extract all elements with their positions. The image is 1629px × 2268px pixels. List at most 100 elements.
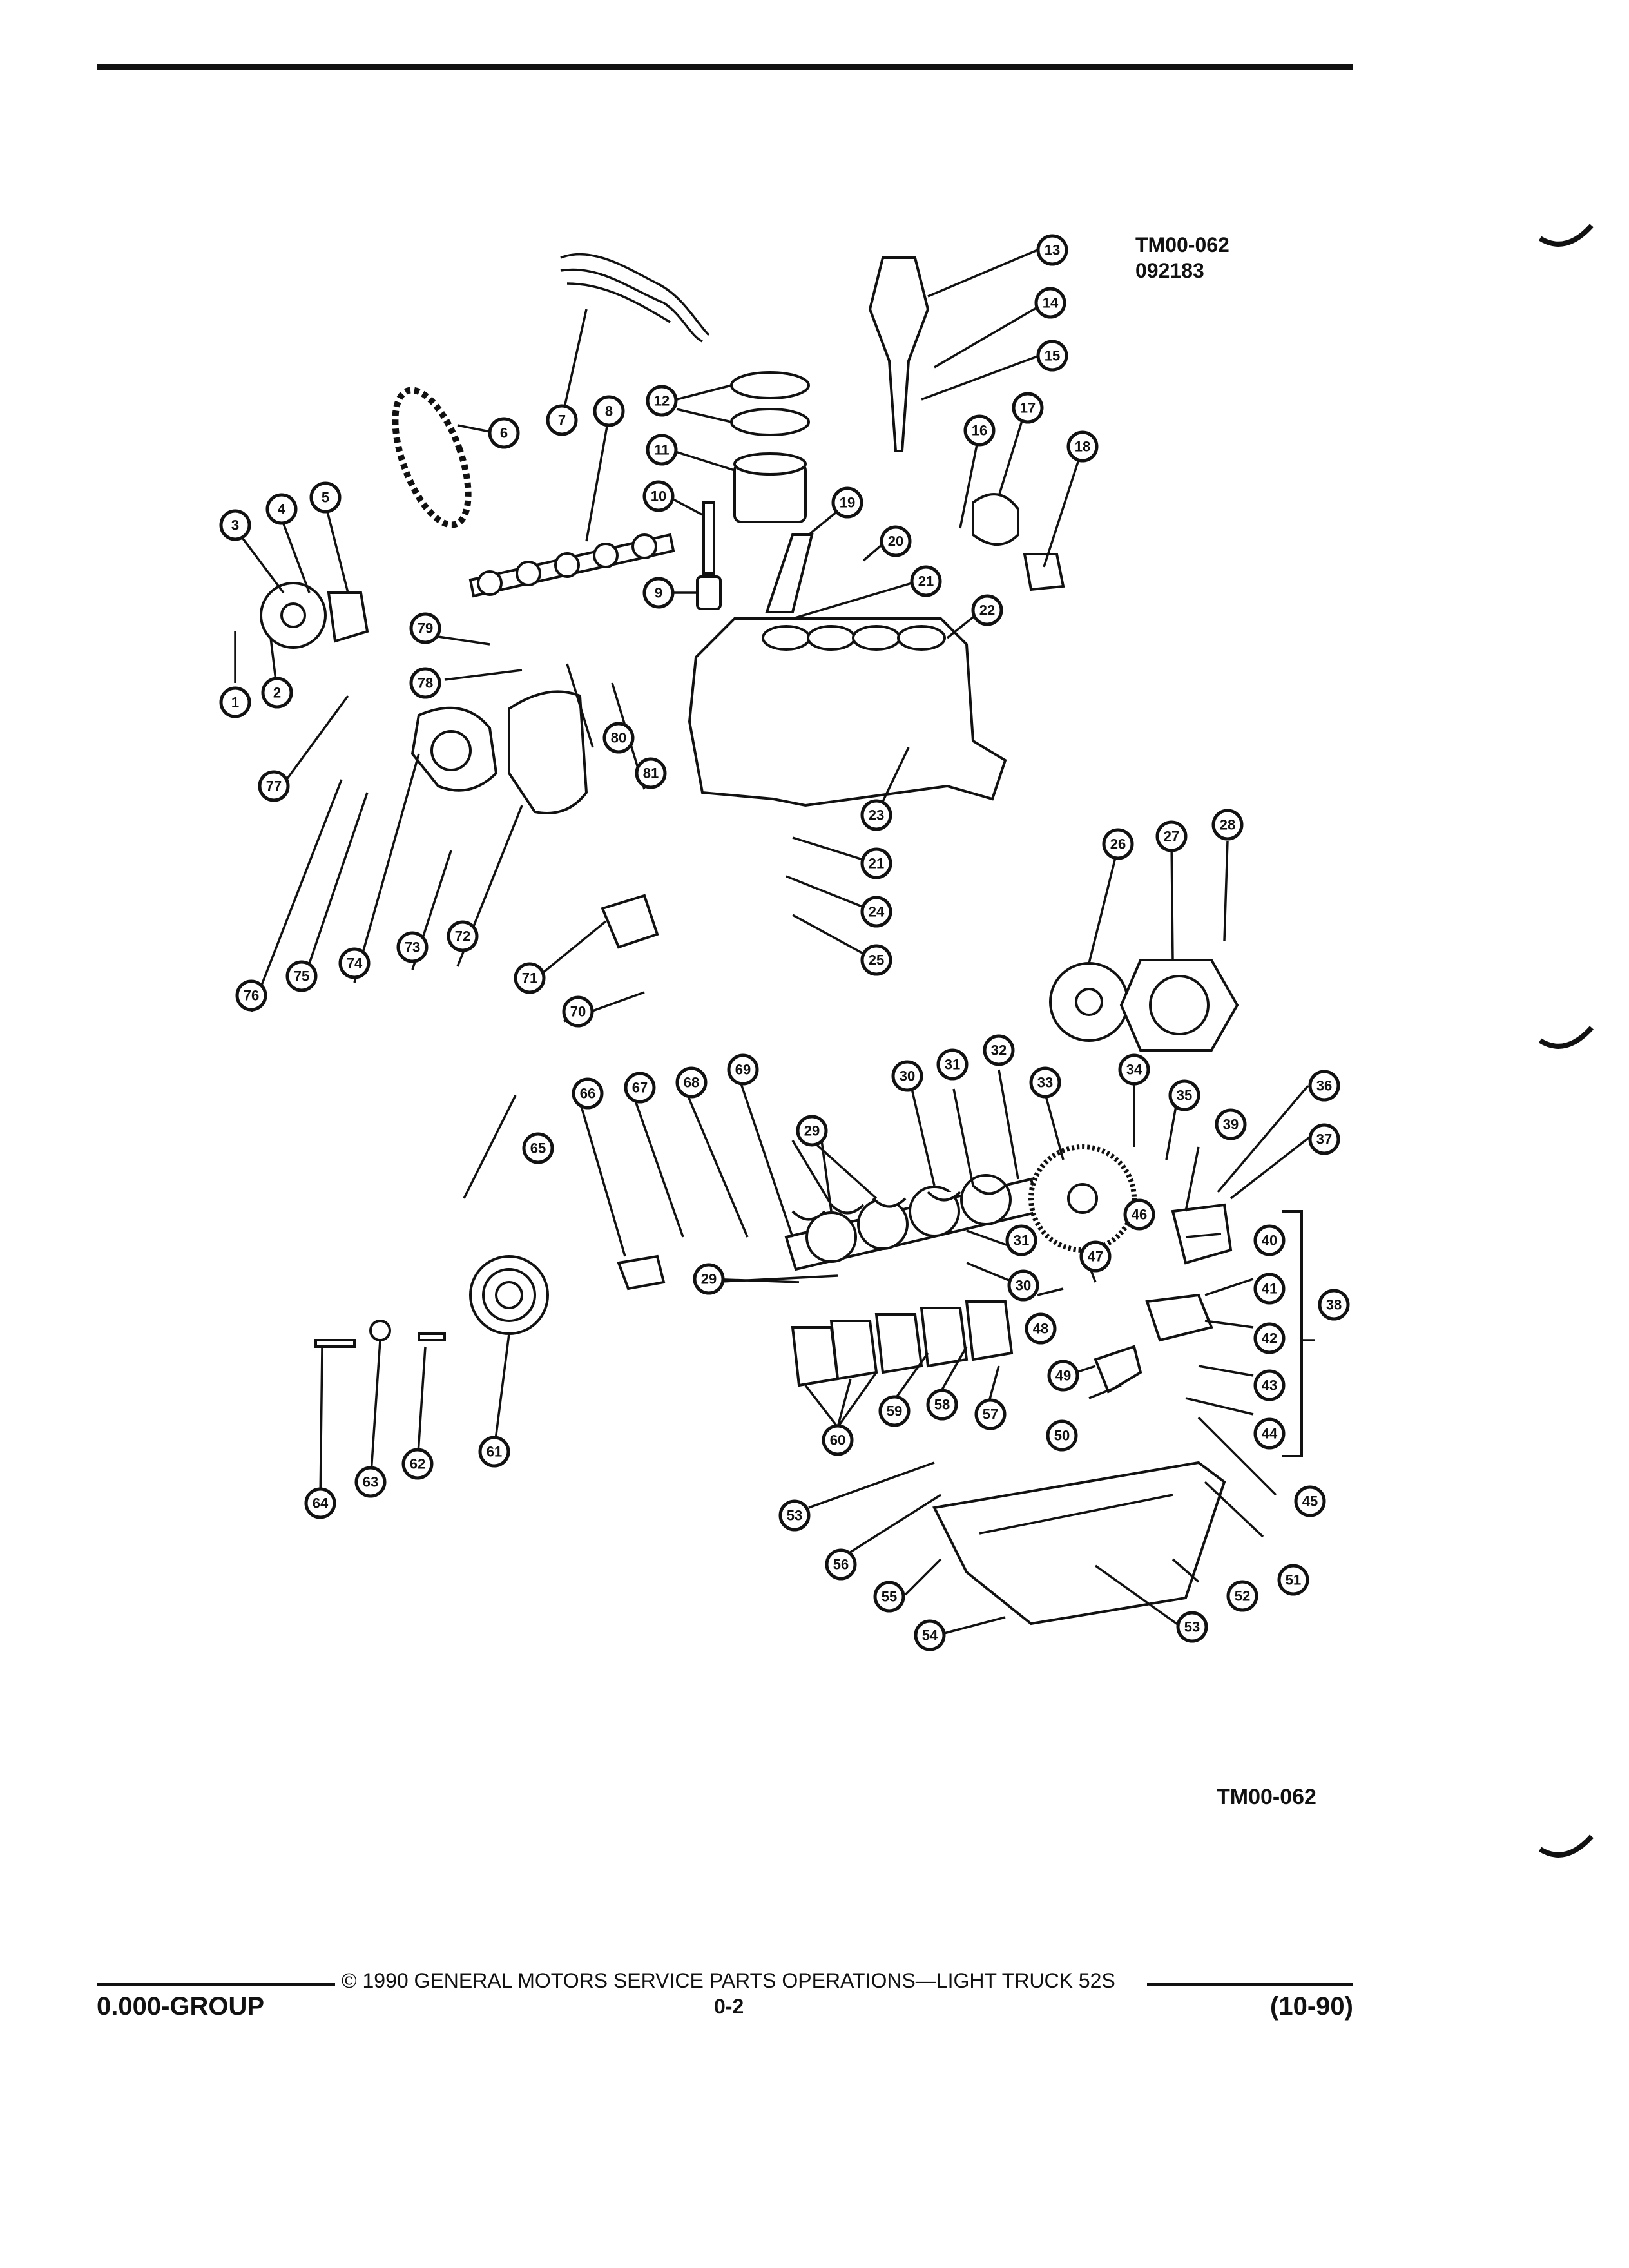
callout-29a: 29 xyxy=(796,1115,828,1147)
callout-33: 33 xyxy=(1029,1066,1061,1099)
svg-text:11: 11 xyxy=(654,442,669,458)
footer-rule-right xyxy=(1147,1983,1353,1986)
svg-text:21: 21 xyxy=(918,573,934,590)
callout-15: 15 xyxy=(1036,340,1068,372)
callout-19: 19 xyxy=(831,486,863,519)
callout-21b: 21 xyxy=(860,847,892,879)
figure-id-line1: TM00-062 xyxy=(1135,233,1229,256)
callout-80: 80 xyxy=(602,722,635,754)
svg-text:78: 78 xyxy=(418,675,433,691)
oil-pump xyxy=(1171,1203,1233,1265)
page-footer: © 1990 GENERAL MOTORS SERVICE PARTS OPER… xyxy=(97,1959,1353,2023)
figure-id-top: TM00-062 092183 xyxy=(1135,232,1229,284)
washer-63 xyxy=(369,1320,391,1341)
callout-31a: 31 xyxy=(936,1048,969,1081)
svg-text:70: 70 xyxy=(570,1004,586,1020)
callout-30b: 30 xyxy=(1007,1269,1039,1302)
svg-text:79: 79 xyxy=(418,620,433,637)
svg-text:2: 2 xyxy=(273,685,281,701)
callout-72: 72 xyxy=(447,920,479,952)
svg-text:3: 3 xyxy=(231,517,239,533)
push-rod xyxy=(702,501,715,575)
callout-29b: 29 xyxy=(693,1263,725,1295)
svg-text:65: 65 xyxy=(530,1140,546,1157)
callout-24: 24 xyxy=(860,896,892,928)
bracket-38 xyxy=(1282,1210,1303,1457)
callout-41: 41 xyxy=(1253,1273,1286,1305)
svg-text:30: 30 xyxy=(1016,1278,1031,1294)
callout-53b: 53 xyxy=(778,1499,811,1532)
figure-id-bottom: TM00-062 xyxy=(1217,1785,1316,1809)
callout-76: 76 xyxy=(235,979,267,1012)
callouts: 1 2 3 4 5 6 7 8 9 10 11 12 13 14 15 16 1… xyxy=(219,234,1350,1651)
svg-text:76: 76 xyxy=(244,988,259,1004)
svg-text:63: 63 xyxy=(363,1474,378,1490)
svg-text:38: 38 xyxy=(1326,1297,1342,1313)
callout-70: 70 xyxy=(562,995,594,1028)
svg-text:23: 23 xyxy=(869,807,884,823)
callout-51: 51 xyxy=(1277,1564,1309,1596)
copyright-text: © 1990 GENERAL MOTORS SERVICE PARTS OPER… xyxy=(342,1969,1115,1992)
callout-49: 49 xyxy=(1047,1360,1079,1392)
svg-text:44: 44 xyxy=(1262,1426,1278,1442)
piston-ring-1 xyxy=(730,371,810,399)
margin-mark-3 xyxy=(1538,1834,1594,1858)
svg-text:71: 71 xyxy=(522,970,537,986)
callout-20: 20 xyxy=(880,525,912,557)
oil-pump-pickup xyxy=(1094,1345,1142,1394)
svg-text:47: 47 xyxy=(1088,1249,1103,1265)
callout-75: 75 xyxy=(285,960,318,992)
svg-text:51: 51 xyxy=(1286,1572,1301,1588)
callout-32: 32 xyxy=(983,1034,1015,1066)
callout-40: 40 xyxy=(1253,1224,1286,1256)
callout-36: 36 xyxy=(1308,1070,1340,1102)
svg-text:49: 49 xyxy=(1055,1368,1071,1384)
svg-text:30: 30 xyxy=(900,1068,915,1084)
callout-59: 59 xyxy=(878,1395,911,1427)
piston-ring-2 xyxy=(730,408,810,436)
margin-mark-1 xyxy=(1538,224,1594,247)
callout-79: 79 xyxy=(409,612,441,644)
margin-mark-2 xyxy=(1538,1026,1594,1049)
callout-47: 47 xyxy=(1079,1240,1112,1273)
callout-30a: 30 xyxy=(891,1060,923,1092)
svg-text:80: 80 xyxy=(611,730,626,746)
svg-text:45: 45 xyxy=(1302,1494,1318,1510)
valve-lifter xyxy=(696,575,722,610)
callout-69: 69 xyxy=(727,1053,759,1086)
callout-38: 38 xyxy=(1318,1289,1350,1321)
callout-1: 1 xyxy=(219,686,251,718)
fuel-pump xyxy=(972,493,1019,546)
svg-text:74: 74 xyxy=(347,956,363,972)
callout-10: 10 xyxy=(642,480,675,512)
callout-64: 64 xyxy=(304,1487,336,1519)
svg-text:58: 58 xyxy=(934,1397,950,1413)
connecting-rod xyxy=(765,533,814,613)
page-number: 0-2 xyxy=(714,1995,744,2018)
callout-39: 39 xyxy=(1215,1108,1247,1140)
callout-11: 11 xyxy=(646,434,678,466)
revision-date: (10-90) xyxy=(1270,1992,1353,2021)
header-rule xyxy=(97,64,1353,70)
callout-50: 50 xyxy=(1046,1419,1078,1452)
callout-25: 25 xyxy=(860,944,892,976)
svg-text:60: 60 xyxy=(830,1432,845,1448)
svg-text:48: 48 xyxy=(1033,1321,1048,1337)
callout-48: 48 xyxy=(1025,1312,1057,1345)
callout-21: 21 xyxy=(910,565,942,597)
callout-9: 9 xyxy=(642,577,675,609)
svg-text:62: 62 xyxy=(410,1456,425,1472)
callout-34: 34 xyxy=(1118,1053,1150,1086)
svg-text:12: 12 xyxy=(654,393,670,409)
svg-text:54: 54 xyxy=(922,1628,938,1644)
svg-text:57: 57 xyxy=(983,1407,998,1423)
callout-16: 16 xyxy=(963,414,996,447)
svg-text:50: 50 xyxy=(1054,1428,1070,1444)
svg-text:43: 43 xyxy=(1262,1378,1277,1394)
svg-text:28: 28 xyxy=(1220,817,1235,833)
callout-68: 68 xyxy=(675,1066,708,1099)
thrust-plate xyxy=(327,591,369,643)
callout-28: 28 xyxy=(1211,809,1244,841)
svg-text:37: 37 xyxy=(1316,1131,1332,1148)
group-label: 0.000-GROUP xyxy=(97,1992,265,2021)
